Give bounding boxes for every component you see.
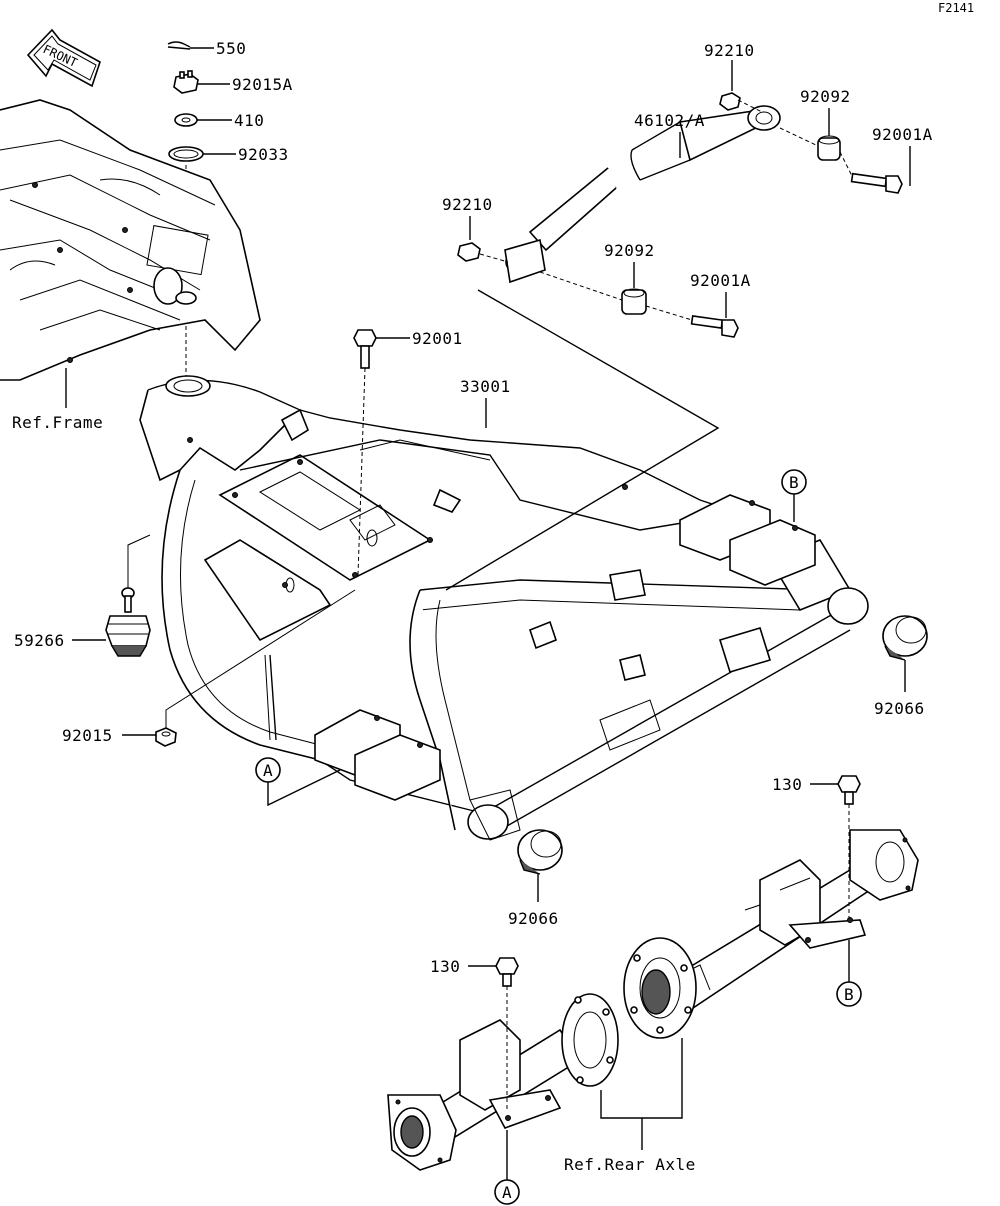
bolt-icon	[850, 172, 903, 194]
callout-a-top: A	[255, 757, 281, 783]
label-92092-mid: 92092	[604, 241, 655, 260]
svg-text:B: B	[844, 985, 854, 1004]
label-46102a: 46102/A	[634, 111, 705, 130]
label-92015: 92015	[62, 726, 113, 745]
washer-icon	[174, 113, 198, 127]
svg-text:A: A	[263, 761, 273, 780]
bolt-icon	[353, 329, 377, 369]
label-410: 410	[234, 111, 264, 130]
ref-rear-axle-label: Ref.Rear Axle	[564, 1155, 696, 1174]
bolt-icon	[690, 315, 739, 338]
front-arrow-icon: FRONT	[26, 28, 101, 88]
diagram-code: F2141	[938, 1, 974, 15]
castle-nut-icon	[173, 70, 199, 94]
label-92066-right: 92066	[874, 699, 925, 718]
label-92092-top: 92092	[800, 87, 851, 106]
subframe-drawing	[139, 375, 869, 841]
cotter-pin-icon	[167, 41, 191, 50]
bushing-icon	[817, 135, 841, 161]
ref-frame-drawing	[0, 99, 261, 381]
label-92001a-mid: 92001A	[690, 271, 751, 290]
rear-axle-left-drawing	[387, 993, 619, 1171]
tie-rod-drawing	[504, 105, 781, 284]
label-92015a: 92015A	[232, 75, 293, 94]
rear-axle-right-drawing	[623, 829, 919, 1039]
label-92001: 92001	[412, 329, 463, 348]
nut-icon	[155, 727, 177, 747]
label-92210-mid: 92210	[442, 195, 493, 214]
label-92001a-top: 92001A	[872, 125, 933, 144]
end-cap-icon	[517, 829, 563, 875]
ref-frame-label: Ref.Frame	[12, 413, 103, 432]
svg-text:B: B	[789, 473, 799, 492]
label-92066-bottom: 92066	[508, 909, 559, 928]
label-92210-top: 92210	[704, 41, 755, 60]
bolt-icon	[495, 957, 519, 987]
callout-b-top: B	[781, 469, 807, 495]
nut-icon	[457, 242, 481, 262]
label-59266: 59266	[14, 631, 65, 650]
bolt-icon	[837, 775, 861, 805]
clip-ring-icon	[168, 146, 204, 162]
ball-joint-icon	[105, 587, 151, 657]
callout-a-bottom: A	[494, 1179, 520, 1205]
label-130-left: 130	[430, 957, 460, 976]
svg-text:A: A	[502, 1183, 512, 1202]
end-cap-icon	[882, 615, 928, 661]
bushing-icon	[621, 288, 647, 315]
nut-icon	[719, 92, 741, 111]
callout-b-bottom: B	[836, 981, 862, 1007]
label-33001: 33001	[460, 377, 511, 396]
label-550: 550	[216, 39, 246, 58]
label-130-right: 130	[772, 775, 802, 794]
label-92033: 92033	[238, 145, 289, 164]
